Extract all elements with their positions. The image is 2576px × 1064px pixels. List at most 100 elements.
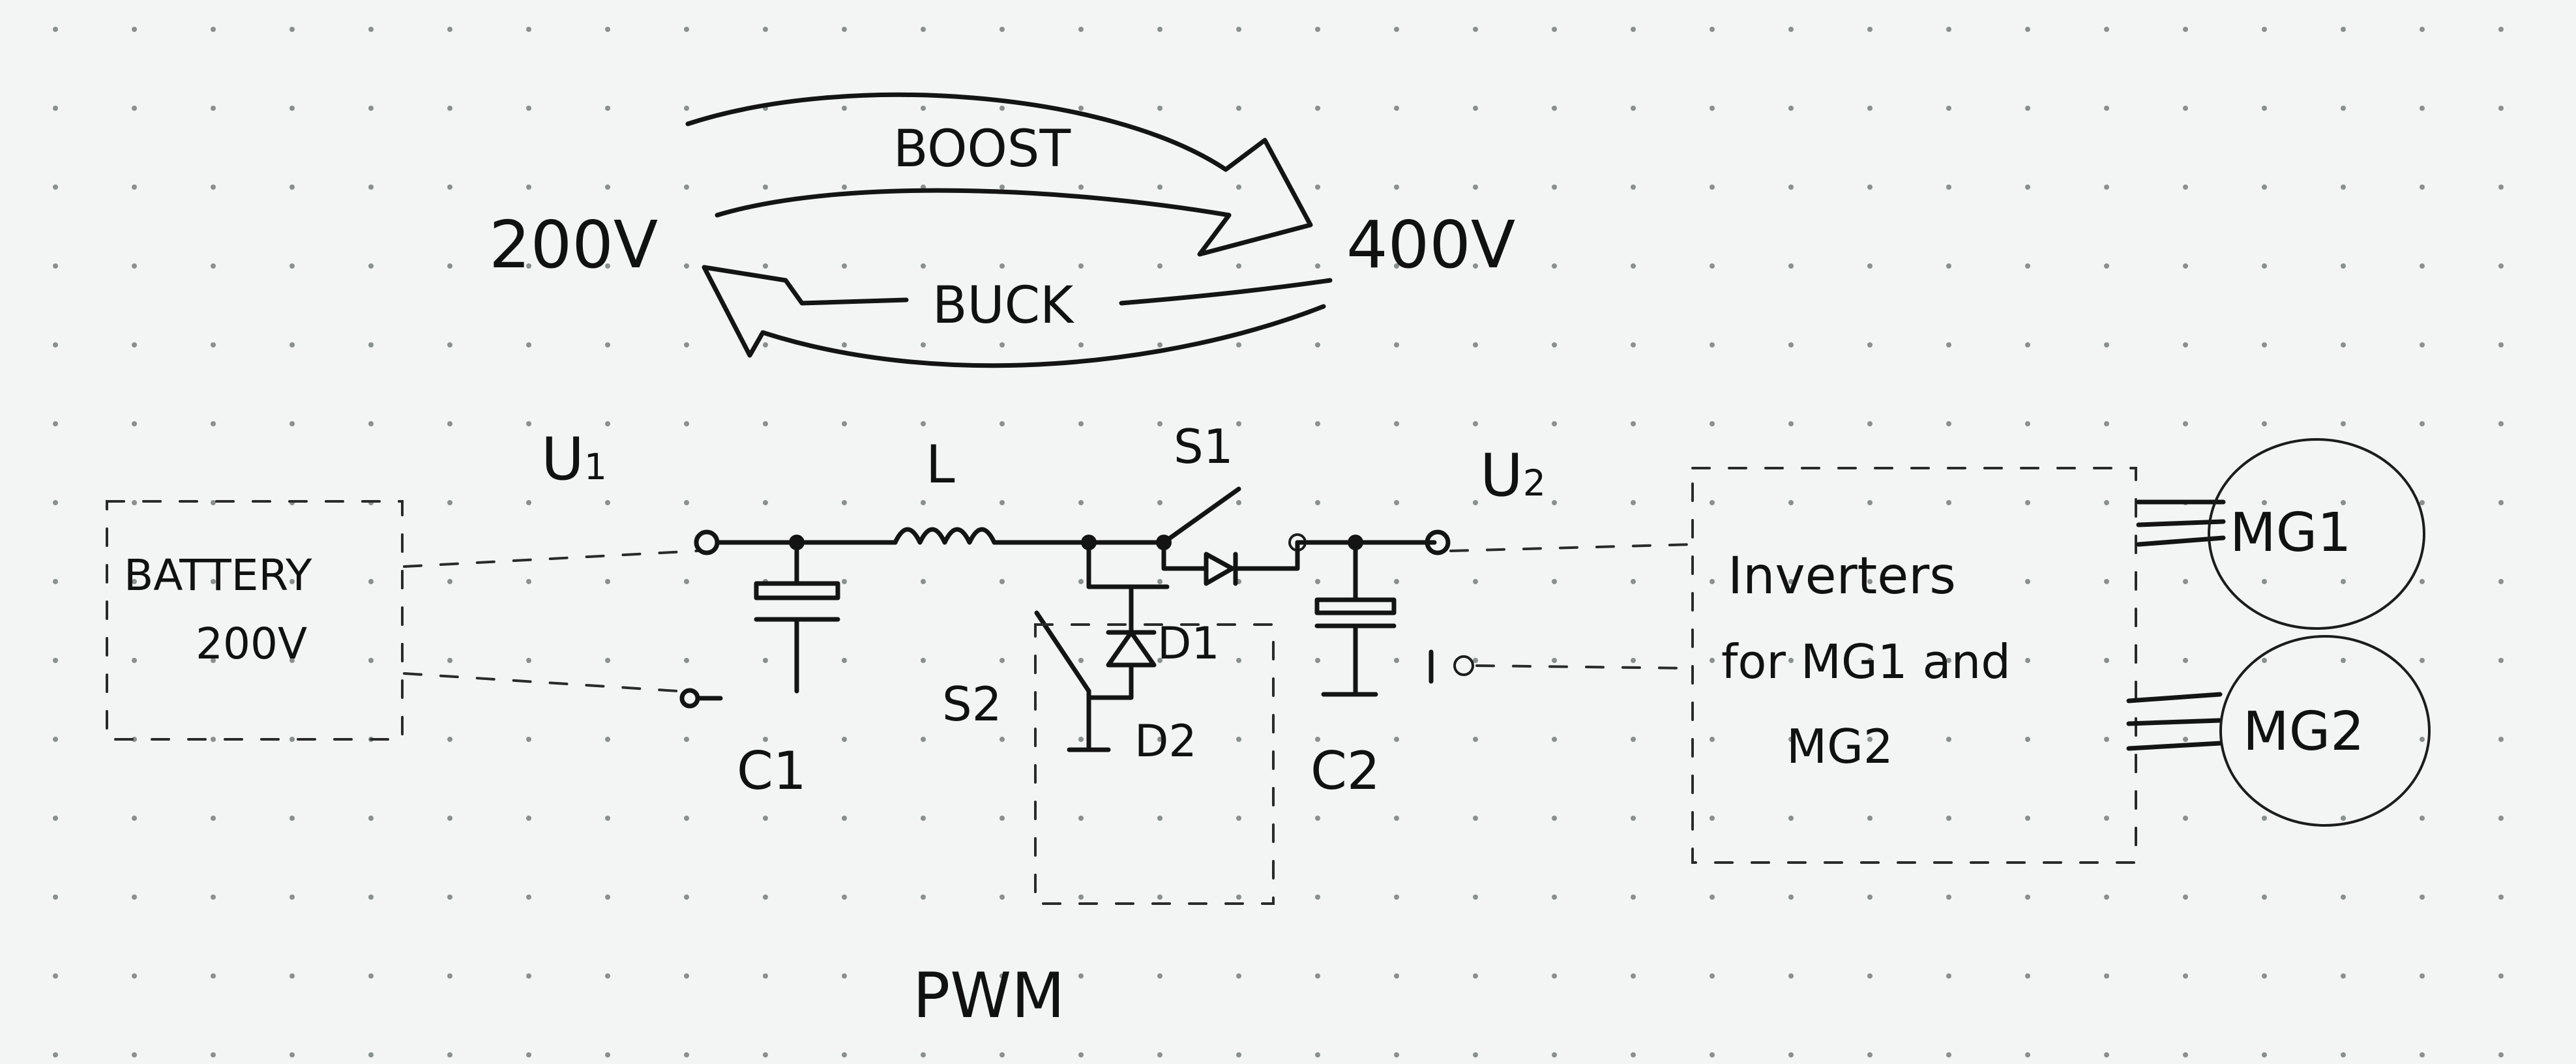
grid-dot bbox=[1236, 737, 1241, 742]
grid-dot bbox=[2025, 185, 2030, 190]
grid-dot bbox=[1473, 263, 1478, 269]
grid-dot bbox=[289, 263, 295, 269]
grid-dot bbox=[2341, 106, 2346, 111]
grid-dot bbox=[2420, 421, 2425, 426]
grid-dot bbox=[1946, 106, 1951, 111]
grid-dot bbox=[1867, 737, 1873, 742]
grid-dot bbox=[842, 500, 847, 505]
grid-dot bbox=[1710, 816, 1715, 821]
grid-dot bbox=[763, 342, 768, 347]
grid-dot bbox=[1315, 263, 1320, 269]
grid-dot bbox=[605, 973, 610, 979]
grid-dot bbox=[921, 342, 926, 347]
grid-dot bbox=[2104, 658, 2109, 663]
grid-dot bbox=[526, 658, 531, 663]
grid-dot bbox=[1788, 263, 1794, 269]
grid-dot bbox=[1315, 106, 1320, 111]
grid-dot bbox=[2498, 342, 2504, 347]
grid-dot bbox=[2341, 263, 2346, 269]
grid-dot bbox=[1631, 500, 1636, 505]
grid-dot bbox=[289, 1052, 295, 1057]
grid-dot bbox=[526, 185, 531, 190]
grid-dot bbox=[132, 973, 137, 979]
grid-dot bbox=[1315, 658, 1320, 663]
grid-dot bbox=[1315, 816, 1320, 821]
grid-dot bbox=[1157, 816, 1162, 821]
u2-positive-wire bbox=[1449, 543, 1694, 552]
grid-dot bbox=[2262, 894, 2267, 900]
grid-dot bbox=[447, 894, 452, 900]
grid-dot bbox=[1315, 1052, 1320, 1057]
grid-dot bbox=[1631, 894, 1636, 900]
grid-dot bbox=[211, 737, 216, 742]
grid-dot bbox=[1631, 27, 1636, 32]
grid-dot bbox=[289, 658, 295, 663]
grid-dot bbox=[2104, 263, 2109, 269]
grid-dot bbox=[1710, 737, 1715, 742]
grid-dot bbox=[2104, 421, 2109, 426]
grid-dot bbox=[605, 342, 610, 347]
grid-dot bbox=[2420, 27, 2425, 32]
dot-grid bbox=[53, 27, 2504, 1057]
grid-dot bbox=[1473, 1052, 1478, 1057]
grid-dot bbox=[53, 421, 58, 426]
grid-dot bbox=[1394, 658, 1399, 663]
grid-dot bbox=[447, 185, 452, 190]
grid-dot bbox=[921, 737, 926, 742]
grid-dot bbox=[2498, 106, 2504, 111]
grid-dot bbox=[1315, 894, 1320, 900]
grid-dot bbox=[1946, 500, 1951, 505]
grid-dot bbox=[1394, 579, 1399, 584]
grid-dot bbox=[2025, 342, 2030, 347]
s1-label: S1 bbox=[1174, 419, 1234, 474]
motor-mg2 bbox=[2126, 635, 2431, 827]
grid-dot bbox=[368, 658, 374, 663]
grid-dot bbox=[53, 737, 58, 742]
grid-dot bbox=[2420, 816, 2425, 821]
grid-dot bbox=[1394, 27, 1399, 32]
grid-dot bbox=[1867, 816, 1873, 821]
grid-dot bbox=[447, 342, 452, 347]
grid-dot bbox=[1946, 1052, 1951, 1057]
grid-dot bbox=[211, 894, 216, 900]
grid-dot bbox=[2104, 185, 2109, 190]
grid-dot bbox=[2183, 973, 2188, 979]
grid-dot bbox=[1394, 421, 1399, 426]
grid-dot bbox=[1078, 658, 1084, 663]
grid-dot bbox=[2262, 1052, 2267, 1057]
grid-dot bbox=[1236, 894, 1241, 900]
grid-dot bbox=[1552, 500, 1557, 505]
grid-dot bbox=[2183, 658, 2188, 663]
grid-dot bbox=[763, 973, 768, 979]
grid-dot bbox=[1157, 500, 1162, 505]
grid-dot bbox=[289, 27, 295, 32]
grid-dot bbox=[763, 263, 768, 269]
grid-dot bbox=[53, 658, 58, 663]
grid-dot bbox=[999, 106, 1005, 111]
grid-dot bbox=[2104, 1052, 2109, 1057]
grid-dot bbox=[211, 500, 216, 505]
grid-dot bbox=[842, 816, 847, 821]
grid-dot bbox=[763, 816, 768, 821]
grid-dot bbox=[2420, 500, 2425, 505]
grid-dot bbox=[526, 579, 531, 584]
grid-dot bbox=[684, 500, 689, 505]
grid-dot bbox=[1631, 816, 1636, 821]
grid-dot bbox=[53, 816, 58, 821]
grid-dot bbox=[2025, 106, 2030, 111]
grid-dot bbox=[1236, 106, 1241, 111]
grid-dot bbox=[2420, 658, 2425, 663]
grid-dot bbox=[1157, 263, 1162, 269]
grid-dot bbox=[1788, 894, 1794, 900]
grid-dot bbox=[763, 185, 768, 190]
grid-dot bbox=[1552, 894, 1557, 900]
grid-dot bbox=[605, 106, 610, 111]
grid-dot bbox=[526, 421, 531, 426]
grid-dot bbox=[1946, 816, 1951, 821]
boost-arrow bbox=[685, 92, 1313, 257]
grid-dot bbox=[1631, 106, 1636, 111]
grid-dot bbox=[2498, 185, 2504, 190]
pwm-label: PWM bbox=[913, 960, 1065, 1032]
capacitor-c2 bbox=[1314, 540, 1397, 697]
grid-dot bbox=[842, 421, 847, 426]
